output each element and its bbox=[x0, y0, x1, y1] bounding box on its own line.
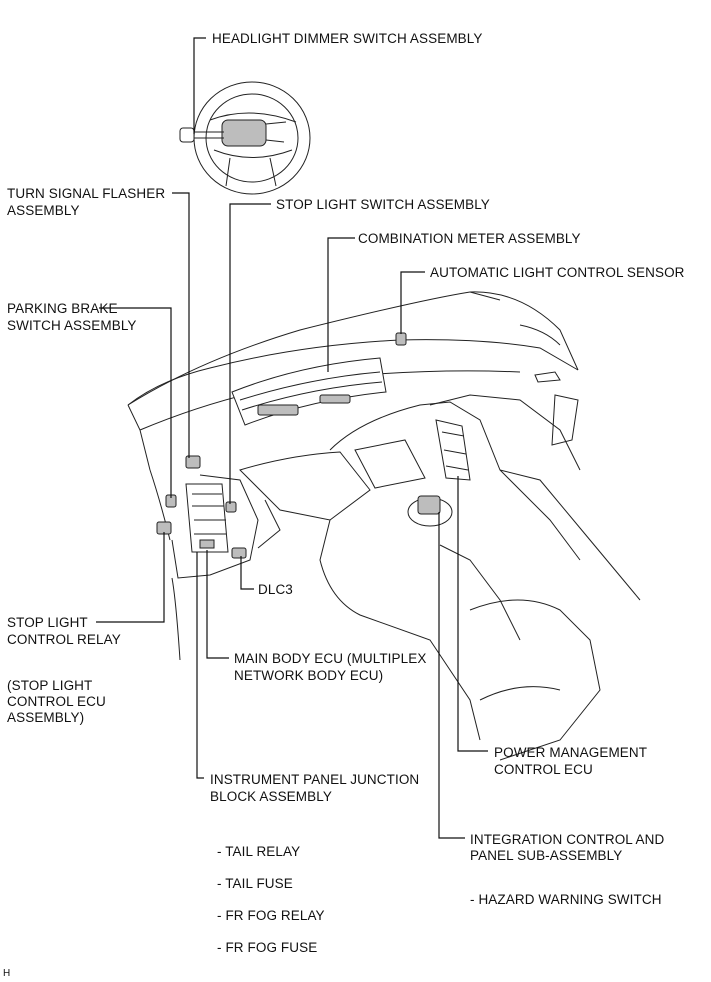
label-main-body-ecu: MAIN BODY ECU (MULTIPLEX bbox=[234, 651, 427, 666]
label-main-body-ecu-2: NETWORK BODY ECU) bbox=[234, 668, 384, 683]
label-stop-light-control-relay-2: CONTROL RELAY bbox=[7, 632, 121, 647]
label-instrument-panel-junction-block-2: BLOCK ASSEMBLY bbox=[210, 789, 332, 804]
dashboard-drawing bbox=[127, 291, 641, 761]
label-headlight-dimmer-switch: HEADLIGHT DIMMER SWITCH ASSEMBLY bbox=[212, 31, 483, 46]
label-turn-signal-flasher-2: ASSEMBLY bbox=[7, 203, 80, 218]
label-stop-light-control-ecu-2: CONTROL ECU bbox=[7, 694, 106, 709]
label-fr-fog-relay: - FR FOG RELAY bbox=[217, 908, 325, 923]
label-tail-relay: - TAIL RELAY bbox=[217, 844, 301, 859]
label-tail-fuse: - TAIL FUSE bbox=[217, 876, 293, 891]
dlc3-drawing bbox=[231, 547, 247, 559]
label-power-management-ecu-2: CONTROL ECU bbox=[494, 762, 593, 777]
label-power-management-ecu: POWER MANAGEMENT bbox=[494, 745, 648, 760]
integration-panel-drawing bbox=[407, 495, 453, 527]
power-ecu-drawing bbox=[435, 419, 471, 481]
stop-light-switch-drawing bbox=[225, 501, 237, 513]
corner-mark: H bbox=[3, 968, 11, 979]
label-integration-control-panel-2: PANEL SUB-ASSEMBLY bbox=[470, 848, 623, 863]
label-combination-meter: COMBINATION METER ASSEMBLY bbox=[358, 231, 581, 246]
label-stop-light-switch: STOP LIGHT SWITCH ASSEMBLY bbox=[276, 197, 490, 212]
combination-meter-drawing bbox=[231, 357, 387, 426]
label-stop-light-control-relay: STOP LIGHT bbox=[7, 615, 88, 630]
steering-wheel-drawing bbox=[179, 81, 311, 195]
label-integration-control-panel: INTEGRATION CONTROL AND bbox=[470, 832, 665, 847]
label-hazard-warning-switch: - HAZARD WARNING SWITCH bbox=[470, 892, 662, 907]
light-sensor-drawing bbox=[395, 332, 407, 346]
label-turn-signal-flasher: TURN SIGNAL FLASHER bbox=[7, 186, 166, 201]
label-automatic-light-control-sensor: AUTOMATIC LIGHT CONTROL SENSOR bbox=[430, 265, 685, 280]
label-stop-light-control-ecu: (STOP LIGHT bbox=[7, 678, 93, 693]
leader-lines bbox=[96, 37, 488, 839]
label-parking-brake-switch-2: SWITCH ASSEMBLY bbox=[7, 318, 137, 333]
label-fr-fog-fuse: - FR FOG FUSE bbox=[217, 940, 318, 955]
label-parking-brake-switch: PARKING BRAKE bbox=[7, 301, 118, 316]
label-stop-light-control-ecu-3: ASSEMBLY) bbox=[7, 710, 85, 725]
junction-block-drawing bbox=[185, 455, 229, 553]
label-instrument-panel-junction-block: INSTRUMENT PANEL JUNCTION bbox=[210, 772, 420, 787]
label-dlc3: DLC3 bbox=[258, 582, 293, 597]
